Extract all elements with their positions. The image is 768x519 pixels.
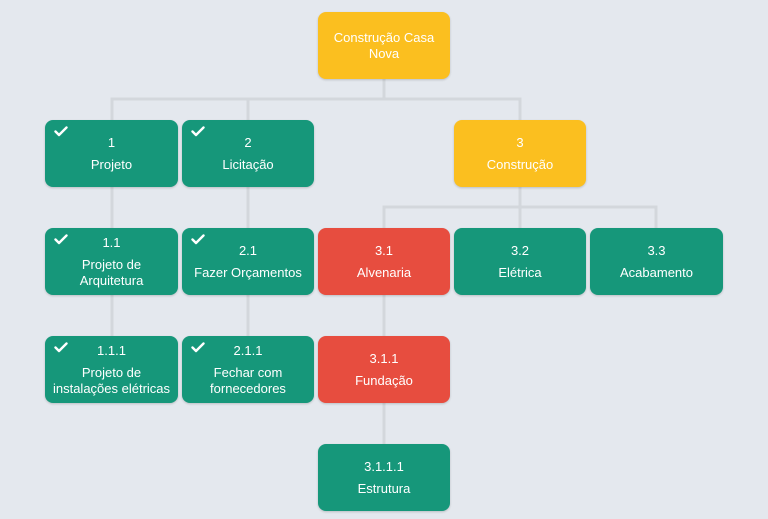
check-icon <box>54 233 68 249</box>
check-icon <box>54 341 68 357</box>
node-number: 1 <box>107 134 116 150</box>
node-number: 2.1 <box>238 242 258 258</box>
node-3-3[interactable]: 3.3 Acabamento <box>590 228 723 295</box>
node-label: Fazer Orçamentos <box>194 264 302 280</box>
node-number: 3.3 <box>647 242 666 258</box>
check-icon <box>191 125 205 141</box>
node-1-1[interactable]: 1.1 Projeto de Arquitetura <box>45 228 178 295</box>
check-icon <box>191 233 205 249</box>
node-label: Fechar com fornecedores <box>210 364 286 396</box>
node-label: Elétrica <box>498 264 542 280</box>
node-root[interactable]: Construção Casa Nova <box>318 12 450 79</box>
node-number: 2 <box>244 134 252 150</box>
node-label: Licitação <box>222 156 274 172</box>
node-number: 2.1.1 <box>233 342 263 358</box>
node-number: 3 <box>516 134 524 150</box>
node-number: 3.2 <box>510 242 530 258</box>
node-label: Acabamento <box>620 264 693 280</box>
node-label: Fundação <box>355 372 413 388</box>
check-icon <box>191 341 205 357</box>
node-2-1-1[interactable]: 2.1.1 Fechar com fornecedores <box>182 336 314 403</box>
node-label: Projeto de instalações elétricas <box>52 364 171 396</box>
node-number: 3.1.1 <box>369 350 399 366</box>
node-2[interactable]: 2 Licitação <box>182 120 314 187</box>
node-label: Projeto de Arquitetura <box>79 256 144 288</box>
node-number: 3.1.1.1 <box>364 458 404 474</box>
check-icon <box>54 125 68 141</box>
connector-3 <box>382 186 658 230</box>
node-3-1-1[interactable]: 3.1.1 Fundação <box>318 336 450 403</box>
node-label: Construção <box>486 156 554 172</box>
node-number: 1.1 <box>102 234 121 250</box>
node-label: Alvenaria <box>356 264 412 280</box>
node-3-2[interactable]: 3.2 Elétrica <box>454 228 586 295</box>
node-2-1[interactable]: 2.1 Fazer Orçamentos <box>182 228 314 295</box>
node-3[interactable]: 3 Construção <box>454 120 586 187</box>
node-number: 3.1 <box>374 242 394 258</box>
node-label: Construção Casa Nova <box>333 29 435 61</box>
node-label: Projeto <box>90 156 133 172</box>
node-1-1-1[interactable]: 1.1.1 Projeto de instalações elétricas <box>45 336 178 403</box>
node-1[interactable]: 1 Projeto <box>45 120 178 187</box>
node-number: 1.1.1 <box>97 342 126 358</box>
node-label: Estrutura <box>357 480 411 496</box>
node-3-1[interactable]: 3.1 Alvenaria <box>318 228 450 295</box>
connector-root <box>110 78 522 122</box>
node-3-1-1-1[interactable]: 3.1.1.1 Estrutura <box>318 444 450 511</box>
